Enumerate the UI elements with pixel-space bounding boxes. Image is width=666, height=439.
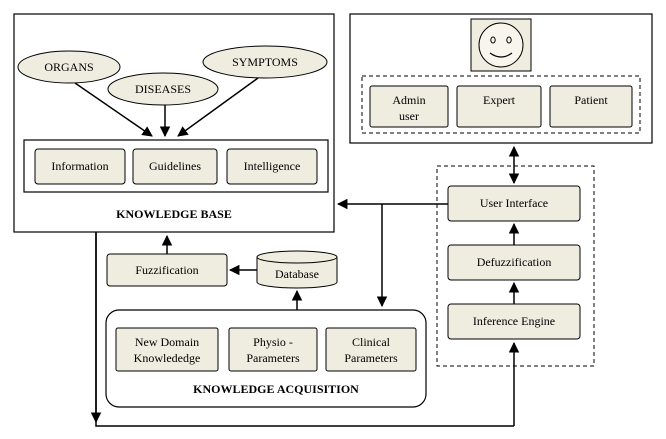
- diseases-node: DISEASES: [107, 72, 219, 106]
- user-interface-node: User Interface: [447, 185, 581, 222]
- clinical-label-line1: Clinical: [352, 335, 391, 349]
- inference-panel: User Interface Defuzzification Inference…: [436, 165, 595, 367]
- user-interface-label: User Interface: [480, 196, 548, 210]
- clinical-parameters-node: Clinical Parameters: [325, 327, 417, 372]
- organs-arrow: [74, 82, 153, 137]
- expert-label: Expert: [483, 93, 516, 107]
- knowledge-acquisition-title: KNOWLEDGE ACQUISITION: [193, 382, 359, 396]
- knowledge-acquisition-panel: New Domain Knowlededge Physio - Paramete…: [105, 309, 427, 408]
- expert-node: Expert: [456, 85, 542, 128]
- knowledge-base-title: KNOWLEDGE BASE: [116, 207, 232, 221]
- admin-user-node: Admin user: [369, 85, 449, 128]
- symptoms-label: SYMPTOMS: [232, 55, 298, 69]
- guidelines-label: Guidelines: [149, 159, 201, 173]
- symptoms-arrow: [177, 77, 259, 137]
- clinical-label-line2: Parameters: [344, 351, 398, 365]
- knowledge-base-panel: ORGANS DISEASES SYMPTOMS Information Gui…: [13, 13, 335, 233]
- organs-node: ORGANS: [17, 50, 121, 84]
- defuzzification-node: Defuzzification: [447, 244, 581, 281]
- physio-label-line2: Parameters: [246, 351, 300, 365]
- users-panel: Admin user Expert Patient: [349, 13, 653, 144]
- information-label: Information: [51, 159, 108, 173]
- database-node: Database: [256, 250, 338, 289]
- organs-label: ORGANS: [44, 60, 93, 74]
- information-node: Information: [34, 148, 126, 185]
- guidelines-node: Guidelines: [132, 148, 218, 185]
- fuzzification-node: Fuzzification: [106, 253, 228, 287]
- new-domain-label-line1: New Domain: [135, 335, 199, 349]
- physio-label-line1: Physio -: [253, 335, 293, 349]
- admin-user-label-line1: Admin: [392, 93, 425, 107]
- fuzzification-label: Fuzzification: [135, 263, 198, 277]
- diseases-label: DISEASES: [135, 82, 191, 96]
- defuzzification-label: Defuzzification: [477, 255, 552, 269]
- intelligence-label: Intelligence: [244, 159, 301, 173]
- patient-label: Patient: [574, 93, 608, 107]
- inference-engine-label: Inference Engine: [473, 314, 555, 328]
- new-domain-knowledge-node: New Domain Knowlededge: [115, 327, 219, 372]
- physio-parameters-node: Physio - Parameters: [228, 327, 318, 372]
- inference-engine-node: Inference Engine: [447, 303, 581, 340]
- patient-node: Patient: [549, 85, 633, 128]
- admin-user-label-line2: user: [399, 109, 419, 123]
- new-domain-label-line2: Knowlededge: [134, 351, 201, 365]
- symptoms-node: SYMPTOMS: [202, 45, 328, 79]
- smiley-icon: [470, 18, 532, 72]
- intelligence-node: Intelligence: [226, 148, 318, 185]
- knowledge-components-group: Information Guidelines Intelligence: [23, 139, 329, 193]
- database-label: Database: [275, 267, 319, 281]
